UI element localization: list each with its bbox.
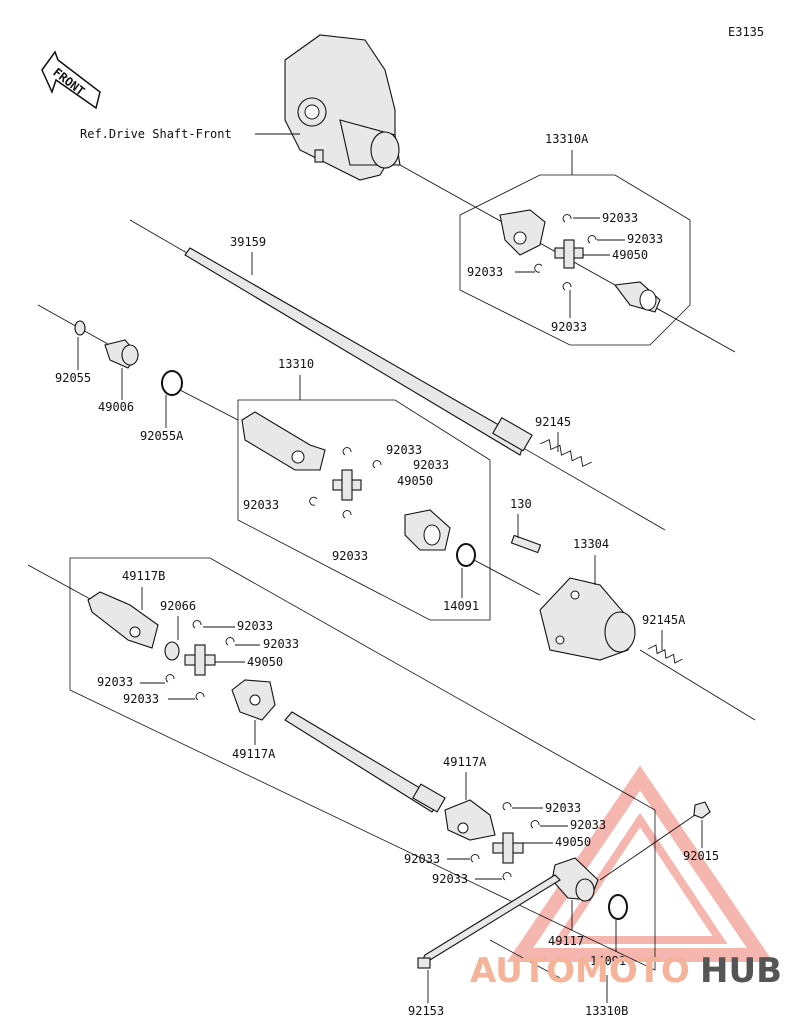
bearing-housing-13304 <box>539 577 636 661</box>
label-130: 130 <box>510 497 532 511</box>
label-92033-a2: 92033 <box>627 232 663 246</box>
oring-92055A <box>161 370 183 396</box>
rear-shaft <box>284 711 446 813</box>
label-13310: 13310 <box>278 357 314 371</box>
bolt-92153 <box>417 874 561 969</box>
nut-92015 <box>693 801 711 819</box>
watermark-hub: HUB <box>700 951 782 991</box>
label-14091-upper: 14091 <box>443 599 479 613</box>
yoke-49117A-left <box>231 679 276 721</box>
yoke-49117A-right <box>444 799 496 841</box>
label-49117B: 49117B <box>122 569 165 583</box>
label-92066: 92066 <box>160 599 196 613</box>
label-92033-b2: 92033 <box>413 458 449 472</box>
label-49117A-left: 49117A <box>232 747 276 761</box>
label-92033-b4: 92033 <box>332 549 368 563</box>
label-92055A: 92055A <box>140 429 184 443</box>
label-49050-d: 49050 <box>555 835 591 849</box>
label-92033-c2: 92033 <box>263 637 299 651</box>
yoke-13310-b <box>404 509 451 551</box>
label-92033-a3: 92033 <box>467 265 503 279</box>
front-arrow-icon: FRONT <box>41 50 101 110</box>
label-39159: 39159 <box>230 235 266 249</box>
label-92033-d2: 92033 <box>570 818 606 832</box>
spring-92145A <box>648 644 683 664</box>
label-13304: 13304 <box>573 537 609 551</box>
label-14091-lower: 14091 <box>590 954 626 968</box>
label-92015: 92015 <box>683 849 719 863</box>
label-49050-c: 49050 <box>247 655 283 669</box>
label-92033-d4: 92033 <box>432 872 468 886</box>
label-92033-d3: 92033 <box>404 852 440 866</box>
watermark: AUTO MOTO HUB <box>470 951 782 991</box>
bushing-49006 <box>104 339 139 369</box>
label-49117A-right: 49117A <box>443 755 487 769</box>
label-92033-c1: 92033 <box>237 619 273 633</box>
label-92033-c3: 92033 <box>97 675 133 689</box>
label-49050-b: 49050 <box>397 474 433 488</box>
label-92145A: 92145A <box>642 613 686 627</box>
label-92033-b1: 92033 <box>386 443 422 457</box>
differential-housing <box>284 34 401 181</box>
yoke-49117B <box>87 591 159 649</box>
oring-92055 <box>74 320 86 336</box>
drive-shaft-39159 <box>184 247 533 456</box>
washer-14091-upper <box>456 543 476 567</box>
bolt-130 <box>510 534 542 554</box>
label-13310A: 13310A <box>545 132 589 146</box>
label-92033-a4: 92033 <box>551 320 587 334</box>
cross-joint-c <box>184 644 216 676</box>
label-92033-c4: 92033 <box>123 692 159 706</box>
washer-92066 <box>164 641 180 661</box>
label-49050-a: 49050 <box>612 248 648 262</box>
label-92033-d1: 92033 <box>545 801 581 815</box>
watermark-moto: MOTO <box>575 951 690 991</box>
diagram-code: E3135 <box>728 25 764 39</box>
label-92055: 92055 <box>55 371 91 385</box>
cross-joint-a <box>554 239 584 269</box>
washer-14091-lower <box>608 894 628 920</box>
label-92033-b3: 92033 <box>243 498 279 512</box>
label-13310B: 13310B <box>585 1004 628 1018</box>
reference-note: Ref.Drive Shaft-Front <box>80 127 232 141</box>
label-92145: 92145 <box>535 415 571 429</box>
label-92033-a1: 92033 <box>602 211 638 225</box>
watermark-auto: AUTO <box>470 951 575 991</box>
spring-92145 <box>540 438 592 468</box>
label-92153: 92153 <box>408 1004 444 1018</box>
cross-joint-d <box>492 832 524 864</box>
label-49006: 49006 <box>98 400 134 414</box>
cross-joint-b <box>332 469 362 501</box>
label-49117: 49117 <box>548 934 584 948</box>
yoke-13310A <box>499 209 546 256</box>
yoke-13310 <box>241 411 326 471</box>
yoke-13310A-b <box>613 281 661 313</box>
